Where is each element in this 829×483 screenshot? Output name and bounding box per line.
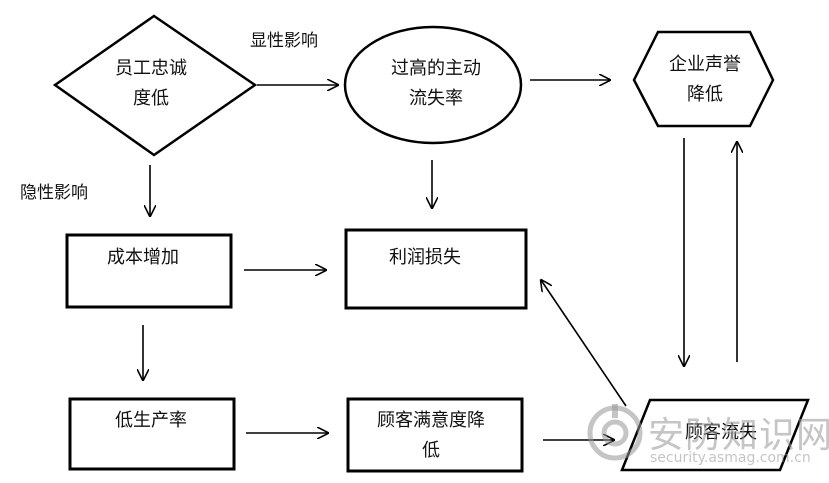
node-profit-loss: 利润损失 (389, 247, 461, 268)
cost-increase-box (65, 233, 233, 309)
watermark-brand: 安防知识网 (648, 415, 829, 456)
profit-loss-box (344, 228, 528, 310)
customer-loss-parallelogram (620, 398, 810, 472)
node-high-turnover: 过高的主动流失率 (391, 58, 481, 109)
node-customer-loss: 顾客流失 (685, 422, 757, 443)
label-explicit-influence: 显性影响 (250, 31, 318, 51)
node-customer-satisfaction: 顾客满意度降低 (377, 410, 485, 461)
reputation-hexagon (632, 30, 775, 128)
node-productivity: 低生产率 (115, 410, 187, 431)
watermark-url: security.asmag.com.cn (650, 450, 811, 466)
high-turnover-ellipse (343, 25, 523, 145)
watermark: 安防知识网 security.asmag.com.cn (586, 402, 829, 480)
productivity-box (68, 397, 236, 471)
label-implicit-influence: 隐性影响 (20, 183, 88, 203)
node-employee-loyalty: 员工忠诚度低 (115, 58, 187, 109)
employee-loyalty-diamond (52, 14, 258, 157)
watermark-logo-icon (587, 404, 643, 461)
node-reputation: 企业声誉降低 (669, 54, 741, 105)
arrow-customer-loss-to-profit (541, 280, 627, 407)
node-cost-increase: 成本增加 (107, 247, 179, 268)
customer-satisfaction-box (346, 397, 524, 473)
